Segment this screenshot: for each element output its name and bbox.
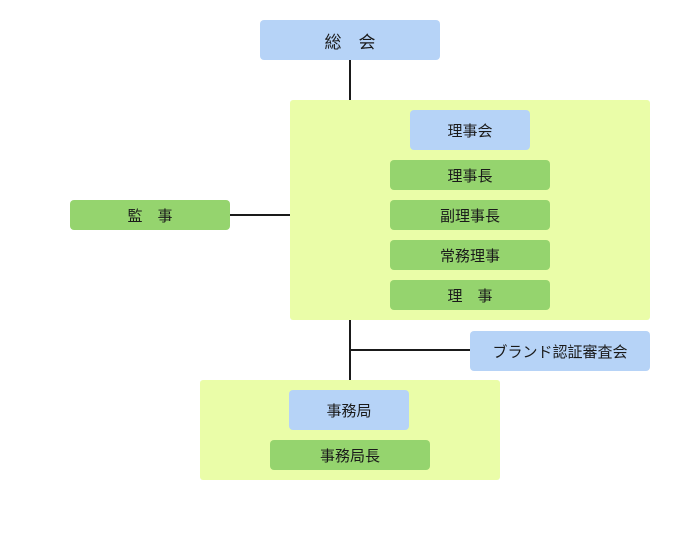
node-brand-certification-committee: ブランド認証審査会 (470, 331, 650, 371)
node-secretariat-director: 事務局長 (270, 440, 430, 470)
node-director: 理 事 (390, 280, 550, 310)
node-general-assembly: 総 会 (260, 20, 440, 60)
node-executive-director: 常務理事 (390, 240, 550, 270)
connector-assembly-to-board (349, 60, 351, 100)
node-vice-chairman: 副理事長 (390, 200, 550, 230)
node-chairman: 理事長 (390, 160, 550, 190)
connector-to-brand-committee (350, 349, 470, 351)
node-auditor: 監 事 (70, 200, 230, 230)
node-board-of-directors: 理事会 (410, 110, 530, 150)
node-secretariat: 事務局 (289, 390, 409, 430)
connector-auditor-to-board (230, 214, 290, 216)
